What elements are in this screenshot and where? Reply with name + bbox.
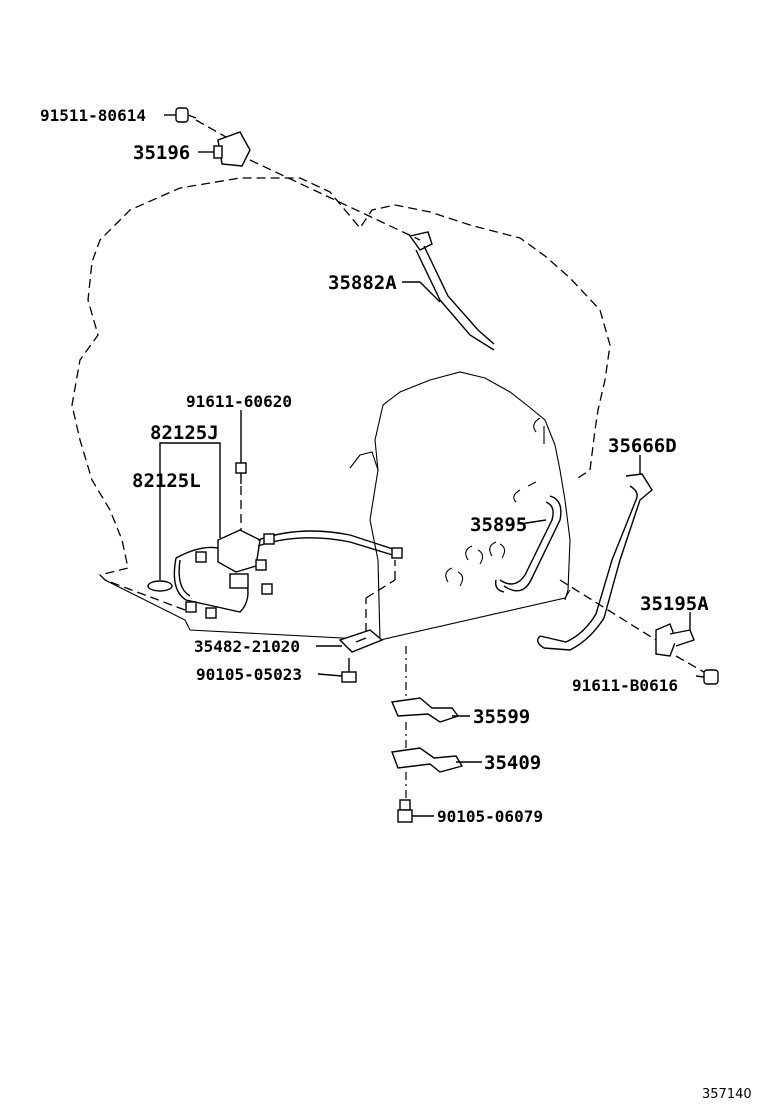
bracket-35196-icon <box>213 131 251 167</box>
part-label-35195a[interactable]: 35195A <box>640 593 709 615</box>
case-lower-edge <box>104 579 571 641</box>
part-label-35196[interactable]: 35196 <box>133 142 190 164</box>
clamp-35195-icon <box>655 623 695 657</box>
wire-harness-82125j-icon <box>173 529 403 619</box>
bolt-90105-06079-icon <box>397 799 413 823</box>
part-label-82125l[interactable]: 82125L <box>132 470 201 492</box>
part-label-91611-60620[interactable]: 91611-60620 <box>186 392 292 411</box>
part-label-35482-21020[interactable]: 35482-21020 <box>194 637 300 656</box>
plate-35482-icon <box>338 629 384 653</box>
bellhousing-outline <box>369 371 571 641</box>
bolt-91611-b0616-icon <box>695 669 719 685</box>
part-label-90105-05023[interactable]: 90105-05023 <box>196 665 302 684</box>
case-side-detail <box>349 451 379 471</box>
part-label-35882a[interactable]: 35882A <box>328 272 397 294</box>
hose-35666-icon <box>537 473 653 651</box>
case-hook-mark <box>513 481 537 503</box>
breather-hose-35882-icon <box>408 231 495 351</box>
bolt-90105-05023-icon <box>341 658 357 683</box>
part-label-35409[interactable]: 35409 <box>484 752 541 774</box>
o-ring-82125l-icon <box>147 580 173 592</box>
part-label-35599[interactable]: 35599 <box>473 706 530 728</box>
transmission-case-outline <box>71 177 611 611</box>
case-boss-1 <box>445 567 464 587</box>
part-label-91511-80614[interactable]: 91511-80614 <box>40 106 146 125</box>
bracket-35599-icon <box>390 697 460 723</box>
case-boss-3 <box>489 541 506 559</box>
bolt-91511-icon <box>175 107 197 123</box>
part-label-35666d[interactable]: 35666D <box>608 435 677 457</box>
bracket-35409-icon <box>391 747 464 773</box>
case-boss-2 <box>465 545 484 565</box>
diagram-reference-number: 357140 <box>702 1087 752 1102</box>
part-label-82125j[interactable]: 82125J <box>150 422 219 444</box>
part-label-35895[interactable]: 35895 <box>470 514 527 536</box>
bolt-91611-60620-icon <box>235 462 247 484</box>
oil-tube-35895-icon <box>494 495 562 593</box>
case-c-mark <box>533 417 545 444</box>
part-label-90105-06079[interactable]: 90105-06079 <box>437 807 543 826</box>
part-label-91611-b0616[interactable]: 91611-B0616 <box>572 676 678 695</box>
